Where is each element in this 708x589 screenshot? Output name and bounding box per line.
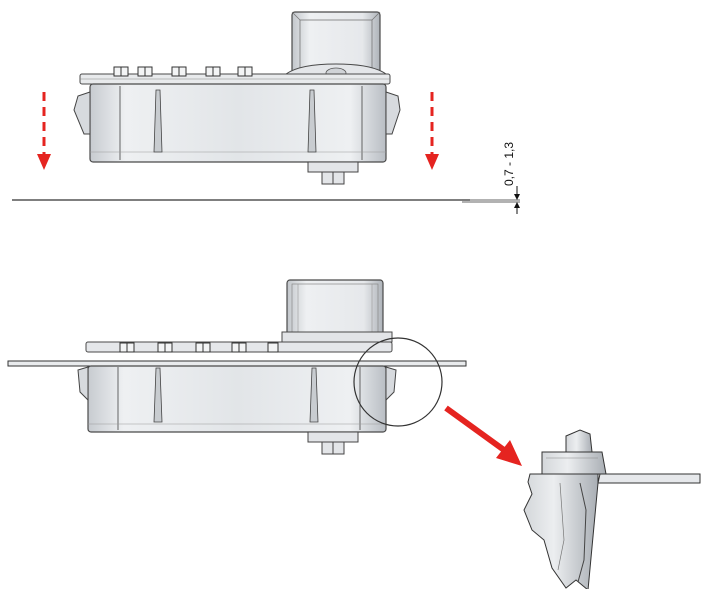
- thickness-label: 0,7 - 1,3: [502, 142, 516, 186]
- panel-thickness-dimension: 0,7 - 1,3: [502, 142, 520, 214]
- top-bottom-stem: [307, 161, 359, 185]
- installed-connector-cap: [281, 279, 393, 343]
- installed-panel: [7, 360, 467, 367]
- top-main-body: [89, 83, 387, 163]
- clip-detail-view: [523, 429, 701, 589]
- installed-bottom-stem: [307, 431, 359, 455]
- device-installed-view: [7, 279, 467, 455]
- top-terminals: [113, 66, 253, 77]
- panel-sheet-line: [12, 199, 520, 203]
- top-rim: [79, 73, 391, 85]
- detail-panel-sheet: [597, 473, 701, 484]
- insertion-arrow-right: [425, 92, 439, 170]
- detail-magnifier-circle: [353, 337, 443, 427]
- installed-snap-clips: [77, 366, 397, 402]
- top-connector-cap: [284, 11, 388, 79]
- device-top-view: [73, 11, 401, 185]
- installed-main-body: [87, 365, 387, 433]
- insertion-arrows: [37, 92, 439, 170]
- top-snap-clips: [73, 91, 401, 135]
- detail-pointer-arrow: [444, 405, 522, 466]
- installed-terminals: [119, 342, 279, 353]
- insertion-arrow-left: [37, 92, 51, 170]
